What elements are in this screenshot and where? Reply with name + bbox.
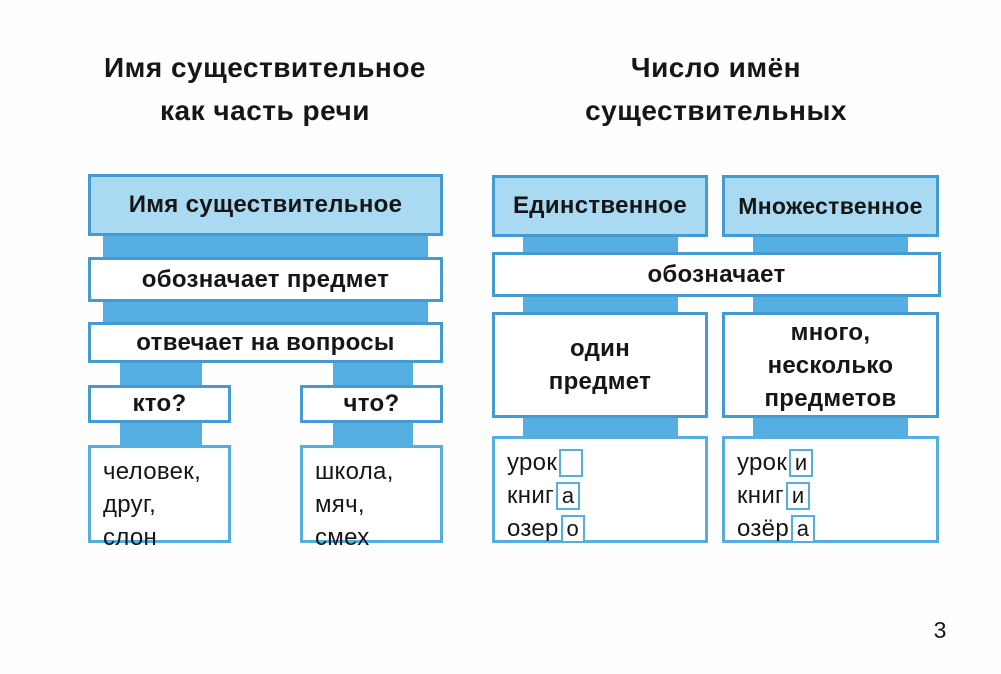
singular-meaning-line: один xyxy=(569,335,631,362)
connector xyxy=(753,293,908,316)
singular-header-box: Единственное xyxy=(492,175,708,237)
ending-box: и xyxy=(789,448,814,477)
right-title-line-1: Число имён xyxy=(630,52,802,83)
word-row: урок xyxy=(507,446,584,479)
singular-examples-box: урок книг а озер о xyxy=(492,436,708,543)
singular-header-label: Единственное xyxy=(513,192,687,219)
meaning-box: обозначает предмет xyxy=(88,257,443,302)
plural-meaning-box: много, несколько предметов xyxy=(722,312,939,418)
question-what-box: что? xyxy=(300,385,443,423)
example-word: слон xyxy=(103,524,158,551)
left-title-line-2: как часть речи xyxy=(160,95,370,126)
questions-box: отвечает на вопросы xyxy=(88,322,443,363)
ending-box: а xyxy=(556,481,581,510)
question-who-label: кто? xyxy=(132,390,187,417)
question-what-label: что? xyxy=(343,390,400,417)
connector xyxy=(753,414,908,440)
plural-header-box: Множественное xyxy=(722,175,939,237)
left-diagram-title: Имя существительное как часть речи xyxy=(60,46,470,132)
ending-box: а xyxy=(790,514,815,543)
word-stem: урок xyxy=(737,449,788,476)
example-word: мяч, xyxy=(315,491,365,518)
word-row: книг и xyxy=(737,479,811,512)
plural-meaning-line: много, xyxy=(790,318,871,346)
what-examples-box: школа, мяч, смех xyxy=(300,445,443,551)
connector xyxy=(523,414,678,440)
word-stem: озер xyxy=(507,515,559,542)
plural-meaning-line: несколько xyxy=(767,351,894,379)
right-title-line-2: существительных xyxy=(585,95,847,126)
plural-header-label: Множественное xyxy=(738,192,923,219)
example-word: смех xyxy=(315,524,370,551)
word-stem: книг xyxy=(507,482,555,509)
connector xyxy=(333,419,413,448)
word-row: книг а xyxy=(507,479,581,512)
noun-root-label: Имя существительное xyxy=(128,191,403,218)
word-row: озер о xyxy=(507,512,585,545)
ending-box xyxy=(559,448,584,477)
word-stem: книг xyxy=(737,482,785,509)
ending-box: и xyxy=(786,481,811,510)
questions-label: отвечает на вопросы xyxy=(136,328,395,356)
left-title-line-1: Имя существительное xyxy=(103,52,426,83)
word-stem: озёр xyxy=(737,515,789,542)
singular-meaning-line: предмет xyxy=(548,368,652,395)
denotes-label: обозначает xyxy=(647,260,786,288)
meaning-label: обозначает предмет xyxy=(141,265,390,293)
connector xyxy=(103,298,428,325)
question-who-box: кто? xyxy=(88,385,231,423)
plural-meaning-line: предметов xyxy=(764,384,897,412)
word-row: урок и xyxy=(737,446,814,479)
example-word: человек, xyxy=(103,458,202,485)
ending-box: о xyxy=(560,514,585,543)
singular-meaning-box: один предмет xyxy=(492,312,708,418)
page-number: 3 xyxy=(933,617,947,643)
word-stem: урок xyxy=(507,449,558,476)
right-diagram-title: Число имён существительных xyxy=(490,46,942,132)
noun-root-box: Имя существительное xyxy=(88,174,443,236)
plural-examples-box: урок и книг и озёр а xyxy=(722,436,939,543)
connector xyxy=(523,293,678,316)
example-word: друг, xyxy=(103,491,157,518)
connector xyxy=(120,358,202,388)
who-examples-box: человек, друг, слон xyxy=(88,445,231,551)
example-word: школа, xyxy=(315,458,394,485)
connector xyxy=(120,419,202,448)
denotes-box: обозначает xyxy=(492,252,941,297)
word-row: озёр а xyxy=(737,512,815,545)
connector xyxy=(333,358,413,388)
